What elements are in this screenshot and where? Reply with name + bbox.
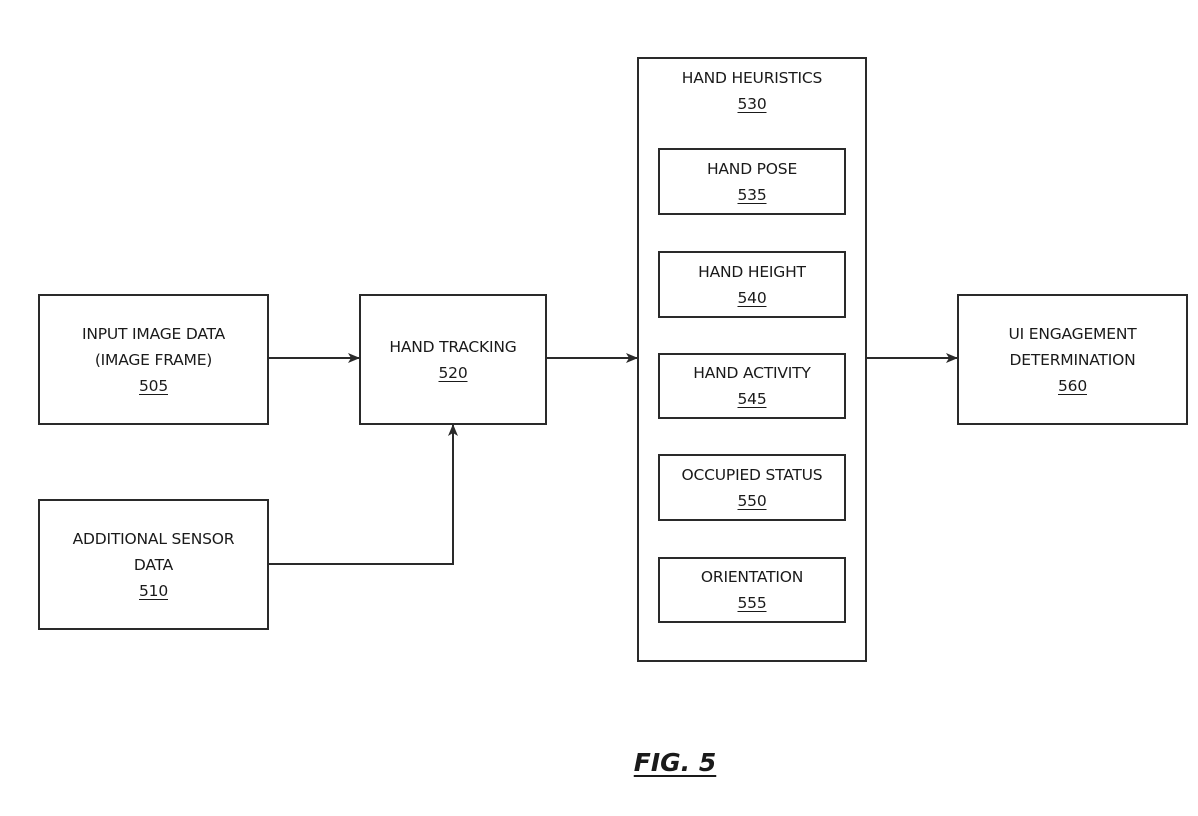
hand-tracking-block: HAND TRACKING 520 [359, 294, 547, 425]
block-label-line: ORIENTATION [700, 568, 804, 586]
block-ref-number: 560 [1058, 376, 1087, 395]
arrow-sensor-to-tracking [268, 424, 458, 565]
block-label-line: HAND ACTIVITY [693, 364, 811, 382]
block-label-line: OCCUPIED STATUS [681, 465, 823, 484]
occupied-status-block: OCCUPIED STATUS 550 [658, 454, 846, 521]
block-label-line: HAND POSE [706, 159, 798, 178]
block-label-line: HAND HEURISTICS [681, 69, 823, 87]
block-label-line: (IMAGE FRAME) [94, 350, 213, 369]
block-ref-number: 510 [139, 581, 168, 600]
block-label-line: DATA [133, 555, 174, 574]
additional-sensor-data-block: ADDITIONAL SENSOR DATA 510 [38, 499, 269, 630]
block-ref-number: 540 [737, 288, 767, 307]
block-label-line: HAND HEIGHT [698, 262, 806, 281]
hand-activity-block: HAND ACTIVITY 545 [658, 353, 846, 419]
ui-engagement-determination-block: UI ENGAGEMENT DETERMINATION 560 [957, 294, 1188, 425]
block-ref-number: 530 [737, 95, 767, 113]
input-image-data-block: INPUT IMAGE DATA (IMAGE FRAME) 505 [38, 294, 269, 425]
block-ref-number: 550 [737, 491, 767, 510]
block-ref-number: 520 [438, 363, 468, 382]
block-ref-number: 555 [737, 594, 767, 612]
orientation-block: ORIENTATION 555 [658, 557, 846, 623]
block-ref-number: 545 [737, 390, 767, 408]
block-label-line: UI ENGAGEMENT [1008, 324, 1137, 343]
block-label-line: INPUT IMAGE DATA [82, 324, 225, 343]
block-label-line: HAND TRACKING [389, 337, 517, 356]
block-ref-number: 505 [139, 376, 168, 395]
block-ref-number: 535 [737, 185, 767, 204]
block-label-line: ADDITIONAL SENSOR [72, 529, 235, 548]
hand-height-block: HAND HEIGHT 540 [658, 251, 846, 318]
block-label-line: DETERMINATION [1009, 350, 1136, 369]
figure-label: FIG. 5 [633, 748, 717, 777]
hand-pose-block: HAND POSE 535 [658, 148, 846, 215]
